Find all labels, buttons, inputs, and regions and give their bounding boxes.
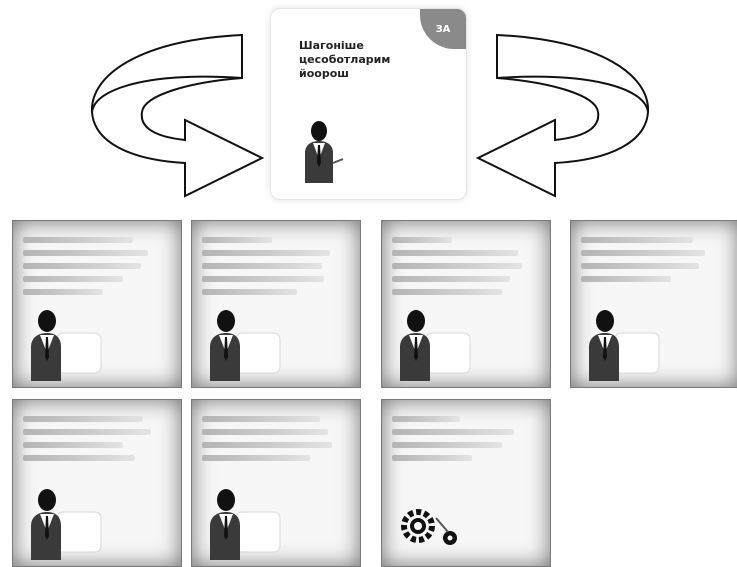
- person-icon: [31, 310, 102, 381]
- card-4[interactable]: [570, 220, 737, 388]
- card-6[interactable]: [191, 399, 361, 567]
- gear-icon: [401, 509, 457, 545]
- left-curved-arrow: [90, 33, 265, 198]
- person-icon: [400, 310, 471, 381]
- person-icon: [210, 310, 281, 381]
- card-7[interactable]: [381, 399, 551, 567]
- right-curved-arrow: [475, 33, 650, 198]
- card-5[interactable]: [12, 399, 182, 567]
- person-icon: [31, 489, 102, 560]
- top-card[interactable]: Шагоніше цесоботларим йоорош ЗА: [270, 8, 467, 200]
- person-icon: [210, 489, 281, 560]
- card-2[interactable]: [191, 220, 361, 388]
- person-icon: [589, 310, 660, 381]
- cycle-arrows: [90, 33, 650, 198]
- top-card-badge: ЗА: [420, 9, 466, 49]
- person-icon: [305, 121, 344, 183]
- card-1[interactable]: [12, 220, 182, 388]
- top-card-title: Шагоніше цесоботларим йоорош: [299, 39, 391, 80]
- card-3[interactable]: [381, 220, 551, 388]
